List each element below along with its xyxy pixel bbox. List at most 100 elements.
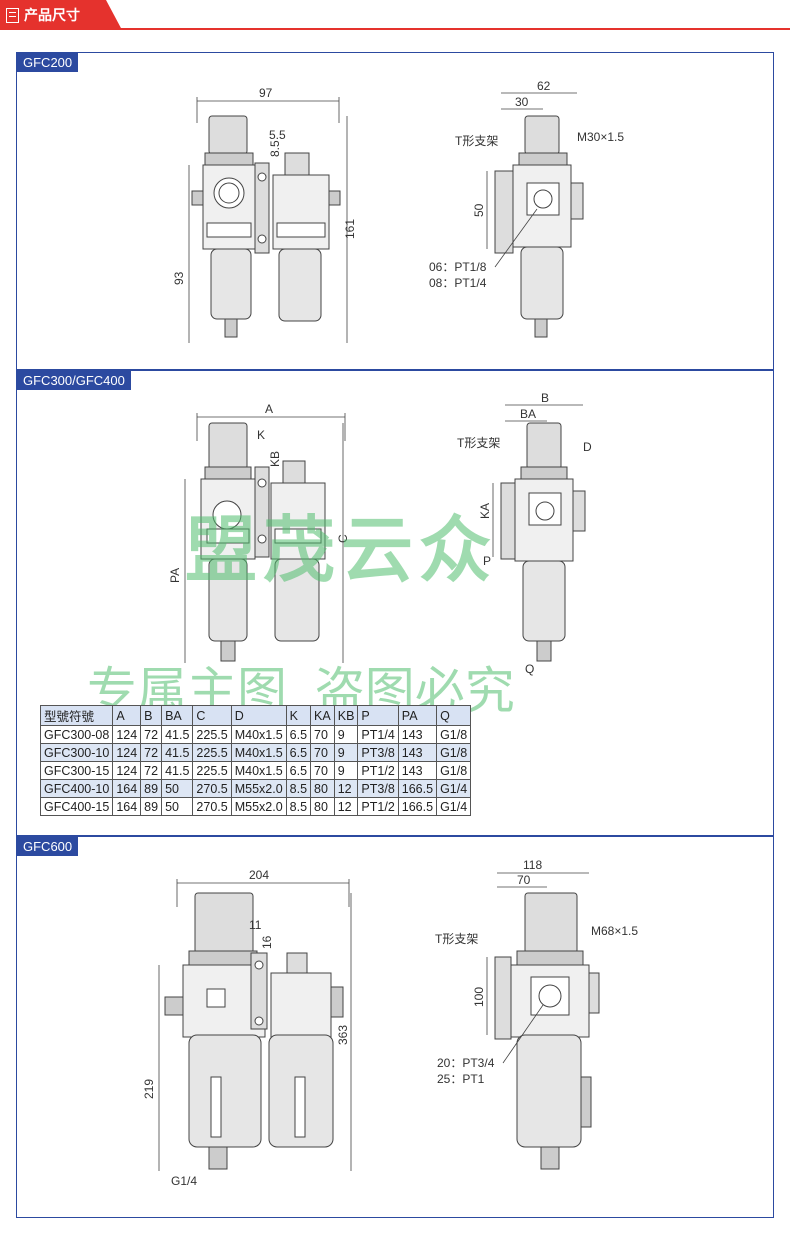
label-drain: Q (525, 662, 534, 676)
table-cell: 124 (112, 725, 142, 744)
header-divider (0, 28, 790, 30)
dim-pa: 93 (172, 271, 186, 285)
table-cell: 72 (140, 743, 163, 762)
table-cell: G1/8 (436, 725, 472, 744)
table-header-row: 型號符號 A B BA C D K KA KB P PA Q (39, 705, 472, 726)
table-cell: G1/8 (436, 743, 472, 762)
table-cell: PT3/8 (357, 743, 399, 762)
table-cell: 9 (333, 725, 359, 744)
table-header: PA (397, 705, 438, 726)
table-cell: 164 (112, 797, 142, 816)
dim-a: A (265, 402, 273, 416)
panel-label: GFC600 (17, 837, 79, 856)
table-cell: 124 (112, 743, 142, 762)
table-cell: 6.5 (285, 725, 312, 744)
dim-pa: PA (168, 568, 182, 583)
gfc600-drawing: 204 11 16 363 219 G1/4 118 70 T形支架 M68×1… (142, 858, 638, 1188)
table-cell: PT1/2 (357, 797, 399, 816)
table-cell: 6.5 (285, 743, 312, 762)
label-thread: M68×1.5 (591, 924, 638, 938)
table-cell: 9 (333, 761, 359, 780)
table-header: Q (436, 705, 472, 726)
table-header: BA (161, 705, 194, 726)
label-bracket: T形支架 (457, 436, 500, 450)
table-cell: 166.5 (397, 797, 438, 816)
table-cell: PT1/4 (357, 725, 399, 744)
table-cell: 6.5 (285, 761, 312, 780)
table-header: 型號符號 (39, 705, 114, 726)
table-cell: 70 (310, 761, 335, 780)
panel-gfc600: GFC600 204 11 16 363 219 G (16, 836, 774, 1218)
table-cell: 41.5 (161, 761, 194, 780)
table-header: B (140, 705, 163, 726)
panel-label: GFC200 (17, 53, 79, 72)
label-drain: G1/4 (171, 1174, 197, 1188)
dim-ka: KA (478, 503, 492, 519)
table-cell: 12 (333, 779, 359, 798)
table-cell: M40x1.5 (230, 743, 287, 762)
dim-ka: 100 (472, 987, 486, 1007)
table-cell: 70 (310, 725, 335, 744)
table-cell: 225.5 (192, 725, 232, 744)
spec-table: 型號符號 A B BA C D K KA KB P PA Q GFC300-08… (39, 705, 472, 816)
table-cell: GFC300-15 (39, 761, 114, 780)
table-cell: GFC400-10 (39, 779, 114, 798)
dim-k: K (257, 428, 265, 442)
table-cell: 166.5 (397, 779, 438, 798)
table-cell: 70 (310, 743, 335, 762)
section-title: 产品尺寸 (24, 7, 80, 23)
dim-kb: 8.5 (268, 140, 282, 157)
table-cell: 270.5 (192, 779, 232, 798)
table-header: KA (310, 705, 335, 726)
table-cell: M55x2.0 (230, 797, 287, 816)
table-header: C (192, 705, 232, 726)
table-cell: GFC400-15 (39, 797, 114, 816)
table-cell: 12 (333, 797, 359, 816)
dim-b: B (541, 391, 549, 405)
gfc300-drawing: A K KB C PA B BA T形支架 D KA P Q (168, 391, 592, 676)
dim-c: C (336, 534, 350, 543)
label-port2: 25：PT1 (437, 1072, 485, 1086)
table-cell: 8.5 (285, 779, 312, 798)
table-cell: M55x2.0 (230, 779, 287, 798)
table-cell: 80 (310, 797, 335, 816)
table-cell: PT3/8 (357, 779, 399, 798)
table-cell: M40x1.5 (230, 761, 287, 780)
table-cell: 270.5 (192, 797, 232, 816)
table-cell: 41.5 (161, 725, 194, 744)
dim-height: 363 (336, 1025, 350, 1045)
dim-ba: 70 (517, 873, 531, 887)
label-port2: 08：PT1/4 (429, 276, 487, 290)
dim-kb: 16 (260, 935, 274, 949)
table-cell: 8.5 (285, 797, 312, 816)
table-cell: 89 (140, 779, 163, 798)
table-cell: 50 (161, 797, 194, 816)
dim-k: 5.5 (269, 128, 286, 142)
label-port1: 20：PT3/4 (437, 1056, 495, 1070)
table-cell: 72 (140, 761, 163, 780)
label-bracket: T形支架 (455, 134, 498, 148)
dim-kb: KB (268, 451, 282, 467)
table-cell: 143 (397, 761, 438, 780)
table-cell: GFC300-10 (39, 743, 114, 762)
table-cell: 9 (333, 743, 359, 762)
table-cell: M40x1.5 (230, 725, 287, 744)
table-cell: 164 (112, 779, 142, 798)
table-cell: 124 (112, 761, 142, 780)
dim-b: 62 (537, 79, 551, 93)
table-cell: GFC300-08 (39, 725, 114, 744)
label-thread: M30×1.5 (577, 130, 624, 144)
table-header: P (357, 705, 399, 726)
table-cell: 80 (310, 779, 335, 798)
table-cell: G1/4 (436, 779, 472, 798)
table-header: K (285, 705, 312, 726)
table-cell: PT1/2 (357, 761, 399, 780)
table-cell: 143 (397, 743, 438, 762)
table-header: D (230, 705, 287, 726)
table-header: A (112, 705, 142, 726)
